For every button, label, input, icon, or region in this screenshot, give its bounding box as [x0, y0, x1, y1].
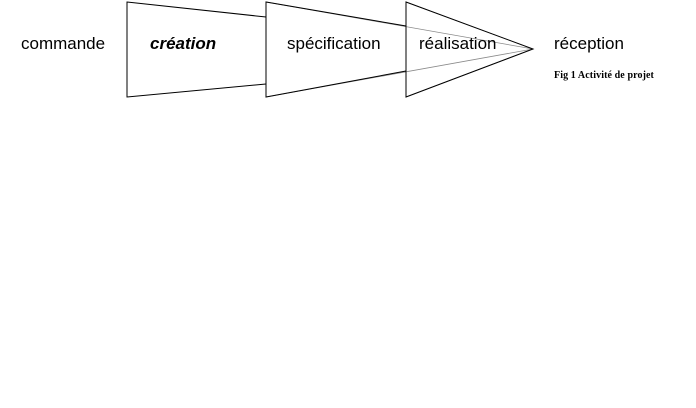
triangle-realisation: [405, 1, 535, 98]
triangle-creation: [126, 1, 267, 98]
stage-label-commande: commande: [21, 34, 106, 53]
stage-label-creation: création: [150, 34, 217, 53]
stage-triangles: [126, 1, 535, 98]
figure-caption: Fig 1 Activité de projet: [554, 70, 654, 81]
stage-label-reception: réception: [554, 34, 624, 53]
triangle-specification: [265, 1, 407, 98]
stage-label-realisation: réalisation: [419, 34, 497, 53]
stage-label-specification: spécification: [287, 34, 381, 53]
